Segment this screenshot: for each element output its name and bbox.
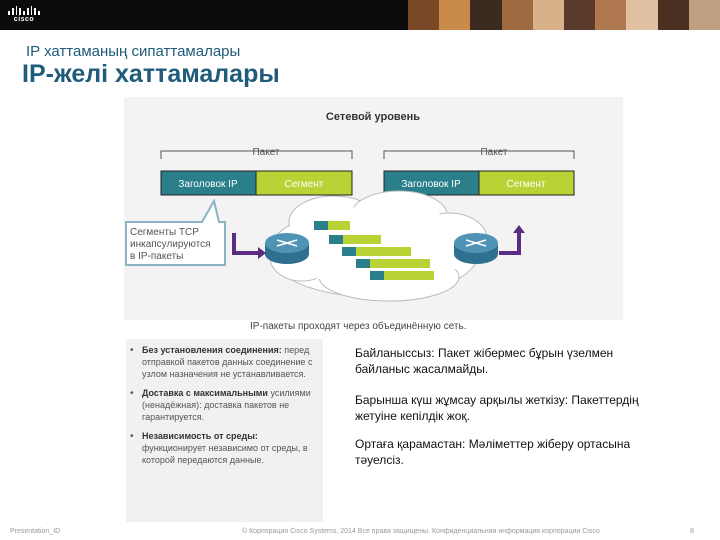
photo-tile [564, 0, 596, 30]
best-effort-description: Барынша күш жұмсау арқылы жеткізу: Пакет… [355, 393, 639, 423]
callout-line-2: инкапсулируются [130, 239, 211, 250]
slide-subtitle: IP хаттаманың сипаттамалары [26, 43, 241, 60]
encapsulation-callout: Сегменты TCP инкапсулируются в IP-пакеты [125, 198, 226, 266]
bullet-item: • Независимость от среды: функционирует … [130, 430, 317, 466]
bullet-text: усилиями (ненадёжная): доставка пакетов … [142, 388, 311, 422]
slide-title: IP-желі хаттамалары [22, 60, 280, 88]
page-number: 8 [690, 528, 694, 535]
bullet-item: • Без установления соединения: перед отп… [130, 344, 317, 380]
photo-tile [688, 0, 720, 30]
left-segment-cell [255, 170, 353, 196]
photo-tile [626, 0, 658, 30]
diagram-heading: Сетевой уровень [326, 111, 420, 123]
right-router-icon [454, 233, 498, 264]
bullet-dot-icon: • [130, 345, 134, 356]
footer-copyright: © Корпорация Cisco Systems, 2014 Все пра… [242, 528, 600, 535]
inbound-arrow-icon [232, 233, 258, 255]
photo-tile [470, 0, 502, 30]
top-banner: cisco [0, 0, 720, 30]
diagram-caption: IP-пакеты проходят через объединённую се… [250, 321, 467, 332]
bullet-heading: Доставка с максимальными [142, 388, 268, 398]
right-ip-header-cell [383, 170, 480, 196]
left-segment-label: Сегмент [285, 179, 324, 190]
photo-tile [657, 0, 689, 30]
logo-text: cisco [13, 16, 35, 23]
connectionless-description: Байланыссыз: Пакет жібермес бұрын үзелме… [355, 346, 614, 376]
right-segment-cell [478, 170, 575, 196]
right-segment-label: Сегмент [507, 179, 546, 190]
callout-line-3: в IP-пакеты [130, 251, 183, 262]
bullet-heading: Без установления соединения: [142, 345, 282, 355]
photo-tile [595, 0, 627, 30]
left-ip-header-label: Заголовок IP [178, 179, 238, 190]
people-photo-strip [408, 0, 720, 30]
right-packet-label: Пакет [480, 147, 507, 158]
callout-line-1: Сегменты TCP [130, 227, 199, 238]
photo-tile [532, 0, 565, 30]
bullet-panel: • Без установления соединения: перед отп… [126, 339, 323, 522]
outbound-arrow-icon [499, 233, 521, 255]
media-independence-description: Ортаға қарамастан: Мәліметтер жіберу орт… [355, 437, 631, 467]
right-ip-header-label: Заголовок IP [401, 179, 461, 190]
bullet-text: функционирует независимо от среды, в кот… [142, 443, 308, 465]
inbound-arrowhead-icon [258, 247, 266, 259]
left-packet-label: Пакет [252, 147, 279, 158]
photo-tile [439, 0, 471, 30]
bullet-text: перед отправкой пакетов данных соединени… [142, 345, 313, 379]
packet-stream [314, 221, 434, 280]
bullet-dot-icon: • [130, 388, 134, 399]
left-router-icon [265, 233, 309, 264]
photo-tile [501, 0, 533, 30]
right-packet-bracket [383, 150, 575, 159]
cisco-logo: cisco [7, 6, 41, 26]
left-packet-bracket [160, 150, 353, 159]
bullet-dot-icon: • [130, 431, 134, 442]
outbound-arrowhead-icon [513, 225, 525, 233]
diagram-graphic: Сетевой уровень Пакет Заголовок IP Сегме… [125, 111, 575, 302]
footer-presentation-id: Presentation_ID [10, 528, 61, 535]
bullet-heading: Независимость от среды: [142, 431, 258, 441]
bullet-item: • Доставка с максимальными усилиями (нен… [130, 387, 317, 423]
photo-tile [408, 0, 440, 30]
network-layer-diagram: Сетевой уровень Пакет Заголовок IP Сегме… [124, 97, 623, 320]
